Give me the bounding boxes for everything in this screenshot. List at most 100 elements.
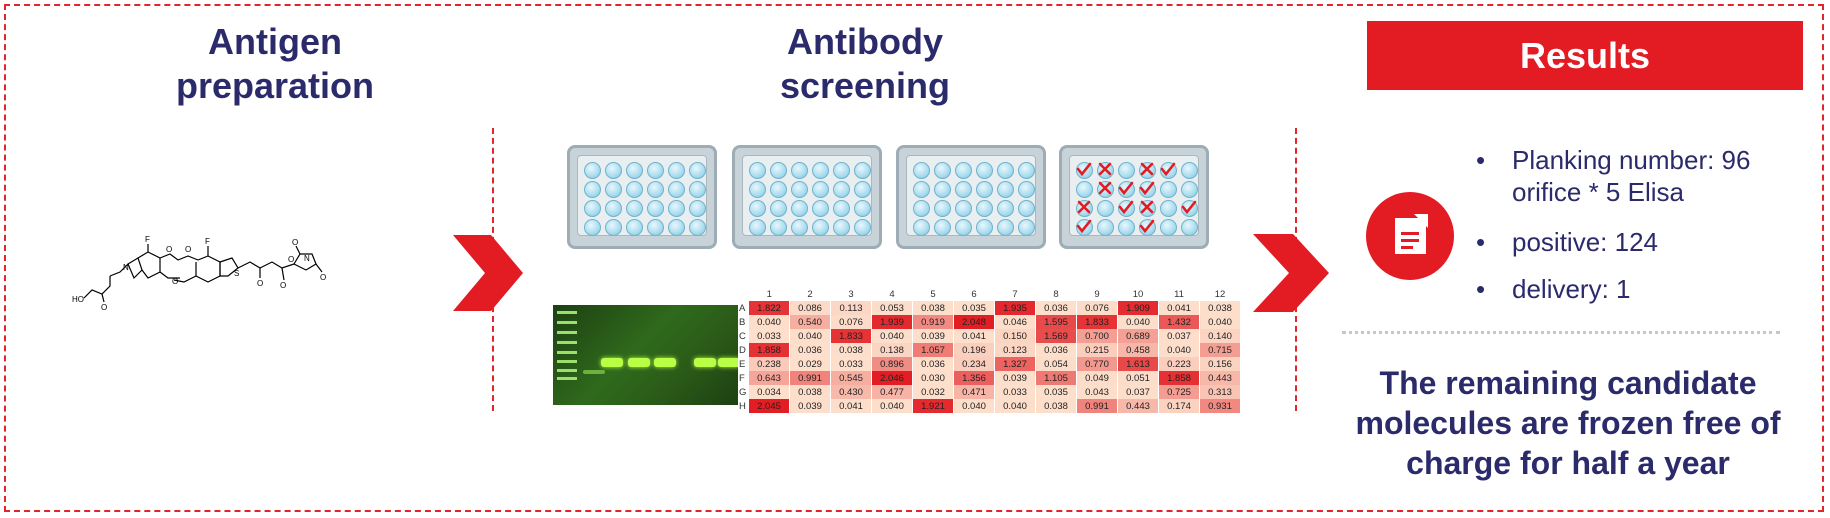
plate-well bbox=[913, 219, 930, 236]
molecule-label: F bbox=[145, 236, 150, 244]
plate-well bbox=[934, 219, 951, 236]
gel-band bbox=[628, 358, 650, 367]
plate-well bbox=[833, 200, 850, 217]
plate-well bbox=[584, 162, 601, 179]
plate-well bbox=[913, 162, 930, 179]
plate-well bbox=[1181, 162, 1198, 179]
plate-well bbox=[955, 181, 972, 198]
heatmap-cell: 0.896 bbox=[871, 357, 913, 371]
heatmap-cell: 0.223 bbox=[1158, 357, 1200, 371]
heatmap-cell: 0.029 bbox=[789, 357, 831, 371]
plate-well bbox=[647, 162, 664, 179]
gel-ladder-band bbox=[557, 351, 577, 354]
heatmap-cell: 0.150 bbox=[994, 329, 1036, 343]
plate-well bbox=[854, 200, 871, 217]
heatmap-column-header: 10 bbox=[1132, 288, 1144, 300]
document-icon bbox=[1366, 192, 1454, 280]
plate-well bbox=[668, 200, 685, 217]
plate-well bbox=[689, 162, 706, 179]
plate-well bbox=[791, 162, 808, 179]
gel-ladder-band bbox=[557, 377, 577, 380]
heatmap-cell: 0.443 bbox=[1199, 371, 1241, 385]
plate-well bbox=[668, 181, 685, 198]
heatmap-cell: 1.822 bbox=[749, 301, 790, 315]
plate-well bbox=[626, 162, 643, 179]
heatmap-cell: 0.123 bbox=[994, 343, 1036, 357]
plate-well bbox=[770, 200, 787, 217]
heatmap-cell: 0.643 bbox=[749, 371, 790, 385]
gel-ladder-band bbox=[557, 369, 577, 372]
heatmap-cell: 0.076 bbox=[1076, 301, 1118, 315]
plate-well bbox=[1160, 219, 1177, 236]
heatmap-cell: 0.038 bbox=[1035, 399, 1077, 413]
plate-well bbox=[689, 219, 706, 236]
chevron-right-icon bbox=[1253, 234, 1329, 312]
molecule-label: O bbox=[280, 281, 286, 290]
heatmap-cell: 0.540 bbox=[789, 315, 831, 329]
plate-well bbox=[854, 181, 871, 198]
plate-well bbox=[605, 200, 622, 217]
plate-well bbox=[1181, 219, 1198, 236]
gel-ladder-band bbox=[557, 341, 577, 344]
heatmap-cell: 0.040 bbox=[953, 399, 995, 413]
checkmark-icon bbox=[1160, 162, 1176, 177]
bullet-text: orifice * 5 Elisa bbox=[1512, 177, 1684, 207]
plate-well bbox=[626, 219, 643, 236]
heatmap-row-label: D bbox=[739, 344, 746, 356]
plate-well bbox=[626, 181, 643, 198]
checkmark-icon bbox=[1118, 181, 1134, 196]
heatmap-cell: 0.040 bbox=[994, 399, 1036, 413]
heatmap-column-header: 9 bbox=[1094, 288, 1100, 300]
cross-icon bbox=[1098, 181, 1112, 195]
cross-icon bbox=[1140, 200, 1154, 214]
heatmap-column-header: 8 bbox=[1053, 288, 1059, 300]
molecule-label: O bbox=[101, 303, 107, 312]
molecule-label: O bbox=[288, 255, 294, 264]
dotted-separator bbox=[1342, 331, 1780, 334]
plate-well bbox=[976, 200, 993, 217]
heatmap-cell: 0.715 bbox=[1199, 343, 1241, 357]
results-banner: Results bbox=[1367, 21, 1803, 90]
heatmap-cell: 0.040 bbox=[871, 399, 913, 413]
heatmap-cell: 0.313 bbox=[1199, 385, 1241, 399]
bullet-dot: • bbox=[1476, 274, 1486, 304]
heatmap-cell: 1.569 bbox=[1035, 329, 1077, 343]
gel-band bbox=[654, 358, 676, 367]
plate-well-area bbox=[742, 155, 872, 236]
heatmap-cell: 1.833 bbox=[1076, 315, 1118, 329]
plate-well bbox=[854, 162, 871, 179]
heatmap-cell: 0.034 bbox=[749, 385, 790, 399]
plate-well bbox=[833, 162, 850, 179]
plate-well bbox=[997, 200, 1014, 217]
heatmap-cell: 0.037 bbox=[1158, 329, 1200, 343]
heatmap-cell: 2.046 bbox=[871, 371, 913, 385]
plate-well bbox=[812, 162, 829, 179]
plate-well bbox=[955, 200, 972, 217]
plate-well bbox=[626, 200, 643, 217]
molecule-label: O bbox=[320, 273, 326, 282]
microplate-1 bbox=[567, 145, 717, 249]
heatmap-cell: 0.770 bbox=[1076, 357, 1118, 371]
microplate-screened bbox=[1059, 145, 1209, 249]
heatmap-cell: 0.033 bbox=[749, 329, 790, 343]
plate-well bbox=[647, 200, 664, 217]
molecule-label: S bbox=[234, 269, 239, 278]
heatmap-row-label: A bbox=[739, 302, 746, 314]
plate-well bbox=[812, 219, 829, 236]
heatmap-cell: 1.921 bbox=[912, 399, 954, 413]
bullet-text: positive: 124 bbox=[1512, 227, 1658, 257]
heatmap-column-header: 4 bbox=[889, 288, 895, 300]
gel-band-faint bbox=[583, 370, 605, 374]
plate-well bbox=[584, 200, 601, 217]
heatmap-cell: 0.113 bbox=[830, 301, 872, 315]
heatmap-row-label: C bbox=[739, 330, 746, 342]
cross-icon bbox=[1077, 200, 1091, 214]
molecule-label: N bbox=[304, 254, 310, 263]
plate-well bbox=[584, 181, 601, 198]
heatmap-cell: 0.038 bbox=[1199, 301, 1241, 315]
